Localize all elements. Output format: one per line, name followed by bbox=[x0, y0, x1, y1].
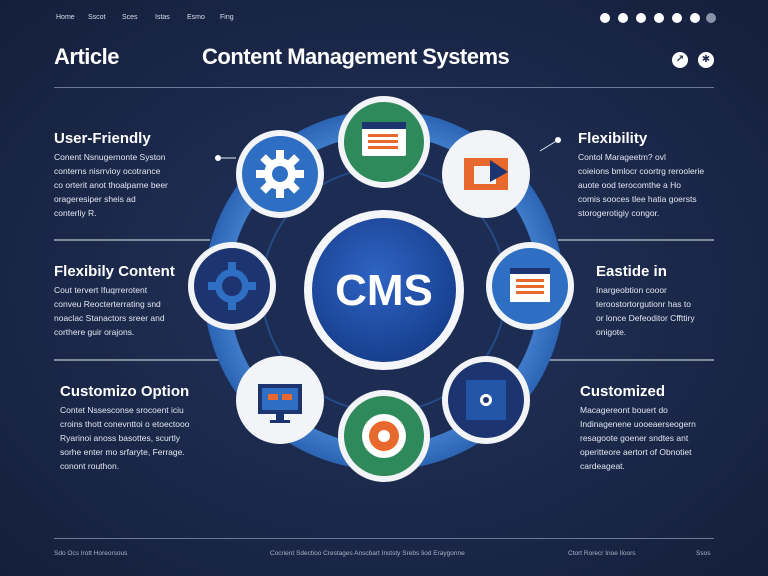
node-media bbox=[338, 390, 430, 482]
nav-item-4[interactable]: Istas bbox=[155, 14, 170, 21]
footer-far-right-text[interactable]: Ssos bbox=[696, 550, 711, 557]
nav-item-5[interactable]: Esmo bbox=[187, 14, 205, 21]
connector-dot bbox=[555, 137, 561, 143]
node-gear-navy bbox=[188, 242, 276, 330]
more-icon[interactable] bbox=[706, 13, 716, 23]
footer-center-text[interactable]: Cocrient Sdectioo Crestages Anscbart Ins… bbox=[270, 550, 465, 557]
twitter-icon[interactable] bbox=[636, 13, 646, 23]
feature-body-customized: Macagereont bouert do Indinagenene uooea… bbox=[580, 405, 696, 471]
pinterest-icon[interactable] bbox=[618, 13, 628, 23]
nav-item-home[interactable]: Home bbox=[56, 14, 75, 21]
feature-body-eastide: Inargeobtion cooor teroostortorgutionr h… bbox=[596, 285, 695, 337]
youtube-icon[interactable] bbox=[654, 13, 664, 23]
feature-title-customized: Customized bbox=[580, 383, 666, 400]
footer-left-text[interactable]: Sdo Ocs Irott Horeorsous bbox=[54, 550, 128, 557]
page-title: Content Management Systems bbox=[202, 44, 510, 69]
node-editor bbox=[486, 242, 574, 330]
feature-title-flexible-content: Flexibily Content bbox=[54, 263, 175, 280]
tumblr-icon[interactable] bbox=[672, 13, 682, 23]
instagram-icon[interactable] bbox=[690, 13, 700, 23]
section-label: Article bbox=[54, 44, 119, 69]
nav-item-6[interactable]: Fing bbox=[220, 14, 234, 21]
feature-body-flexibility: Contol Marageetm? ovl coieions bmlocr co… bbox=[578, 152, 705, 218]
hub-label: CMS bbox=[335, 266, 433, 315]
feature-title-customize-option: Customizo Option bbox=[60, 383, 190, 400]
node-customized bbox=[442, 356, 530, 444]
header-divider bbox=[54, 87, 714, 88]
feature-title-user-friendly: User-Friendly bbox=[54, 130, 151, 147]
node-settings-gear bbox=[236, 130, 324, 218]
node-customize bbox=[236, 356, 324, 444]
feature-body-flexible-content: Cout tervert Ifuqrrerotent conveu Reocte… bbox=[54, 285, 165, 337]
feature-body-customize-option: Contet Nssesconse srocoent iciu croins t… bbox=[60, 405, 190, 471]
feature-title-flexibility: Flexibility bbox=[578, 130, 648, 147]
nav-item-2[interactable]: Sscot bbox=[88, 14, 106, 21]
feature-title-eastide: Eastide in bbox=[596, 263, 667, 280]
settings-button[interactable]: ✱ bbox=[698, 52, 714, 68]
footer-divider bbox=[54, 538, 714, 539]
node-content-window bbox=[338, 96, 430, 188]
facebook-icon[interactable] bbox=[600, 13, 610, 23]
footer-right-text[interactable]: Ctort Rorecr Inoe Iloors bbox=[568, 550, 636, 557]
node-flexibility bbox=[442, 130, 530, 218]
top-navigation: Home Sscot Sces Istas Esmo Fing bbox=[0, 0, 768, 36]
connector-dot bbox=[215, 155, 221, 161]
share-button[interactable]: ↗ bbox=[672, 52, 688, 68]
hub-core bbox=[312, 218, 456, 362]
nav-item-3[interactable]: Sces bbox=[122, 14, 138, 21]
feature-body-user-friendly: Conent Nsnugernonte Syston conterns nisr… bbox=[54, 152, 168, 218]
